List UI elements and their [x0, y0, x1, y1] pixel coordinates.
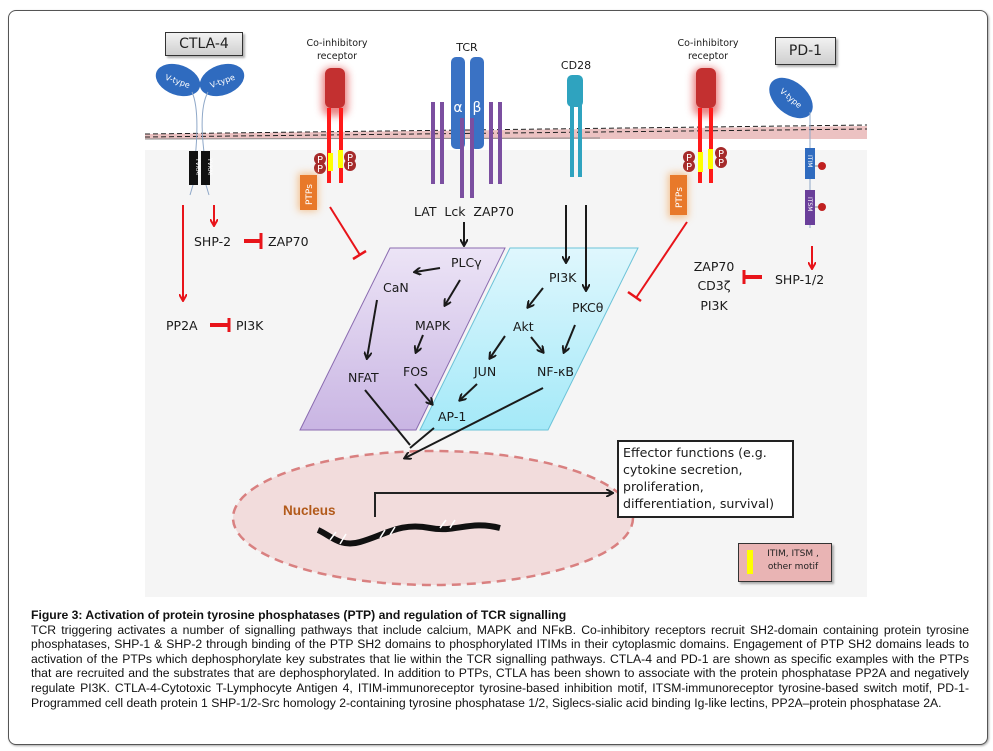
akt-label: Akt: [513, 319, 534, 334]
node-labels: LAT Lck ZAP70 SHP-2 ZAP70 PP2A PI3K ZAP7…: [166, 204, 824, 424]
yvkm-motif: [201, 151, 210, 185]
figure-caption: Figure 3: Activation of protein tyrosine…: [31, 608, 969, 710]
pd1-title-box: PD-1: [775, 37, 836, 65]
p-label: P: [347, 153, 353, 164]
p-label: P: [686, 162, 692, 173]
effector-functions-box: Effector functions (e.g. cytokine secret…: [617, 440, 794, 518]
itim-label: ITIM: [806, 155, 813, 167]
p-label: P: [317, 155, 323, 166]
caption-body: TCR triggering activates a number of sig…: [31, 622, 969, 710]
nucleus-label: Nucleus: [283, 503, 336, 518]
ptps-label: PTPs: [305, 184, 315, 205]
transcription-arrow: [374, 493, 612, 517]
caption-title: Figure 3: Activation of protein tyrosine…: [31, 608, 567, 622]
coinhibitory-receptor-left: P P P P PTPs: [298, 68, 356, 211]
beta-chain-label: β: [473, 100, 482, 116]
tcr-complex: α β: [431, 57, 502, 198]
vtype-domain-right: [199, 63, 245, 97]
ctla4-title: CTLA-4: [179, 36, 229, 52]
pd1-title: PD-1: [788, 43, 823, 59]
ctla4-title-box: CTLA-4: [165, 32, 243, 56]
motif-legend: ITIM, ITSM , other motif: [738, 543, 832, 582]
legend-line: other motif: [767, 562, 819, 572]
alpha-chain-label: α: [453, 100, 462, 116]
p-label: P: [347, 161, 353, 172]
dna-icon: [316, 519, 501, 547]
tcr-label: TCR: [455, 41, 478, 54]
phospho-sites: P P P P: [314, 151, 356, 175]
calcium-mapk-panel: [299, 247, 506, 431]
motif-swatch: [747, 550, 753, 574]
cell-membrane: [144, 124, 868, 140]
p-label: P: [686, 153, 692, 164]
pi3k-label: PI3K: [700, 298, 728, 313]
pp2a-label: PP2A: [166, 318, 198, 333]
ctla4-receptor: V-type V-type YVKM YVKM: [155, 63, 245, 196]
effector-line: proliferation,: [623, 479, 704, 494]
itsm-motif: [805, 190, 815, 225]
p-label: P: [718, 149, 724, 160]
pi3k-node-label: PI3K: [549, 270, 577, 285]
receptor-label: receptor: [317, 51, 357, 62]
lat-lck-zap70-label: LAT Lck ZAP70: [414, 204, 514, 219]
cd28-label: CD28: [561, 59, 591, 72]
ptps-box: [300, 175, 317, 210]
motif-label: YVKM: [194, 157, 201, 175]
shp12-label: SHP-1/2: [775, 272, 824, 287]
nucleus: [231, 449, 635, 587]
cd3z-label: CD3ζ: [697, 278, 730, 293]
pi3k-label: PI3K: [236, 318, 264, 333]
ptps-label: PTPs: [675, 187, 685, 208]
ptps-box: [670, 175, 687, 215]
zap70-label: ZAP70: [268, 234, 309, 249]
cd28-receptor: [567, 75, 583, 177]
shp2-label: SHP-2: [194, 234, 231, 249]
coinhibitory-receptor-right: P P P P PTPs: [668, 68, 727, 218]
receptor-label: receptor: [688, 51, 728, 62]
itim-motif: [805, 148, 815, 179]
nfat-label: NFAT: [348, 370, 379, 385]
motif-label: YVKM: [206, 157, 213, 175]
mapk-label: MAPK: [415, 318, 451, 333]
yvkm-motif: [189, 151, 198, 185]
pkctheta-label: PKCθ: [572, 300, 603, 315]
fos-label: FOS: [403, 364, 428, 379]
coinhibitory-label: Co-inhibitory: [306, 38, 367, 49]
ap1-label: AP-1: [438, 409, 466, 424]
legend-line: ITIM, ITSM ,: [767, 549, 819, 559]
pi3k-pkc-panel: [419, 247, 639, 431]
effector-line: cytokine secretion,: [623, 462, 743, 477]
pd1-receptor: V-type ITIM ITSM: [769, 77, 826, 228]
plcg-label: PLCγ: [451, 255, 482, 270]
can-label: CaN: [383, 280, 409, 295]
itsm-label: ITSM: [806, 197, 813, 211]
vtype-domain-left: [155, 63, 201, 97]
effector-line: Effector functions (e.g.: [623, 445, 767, 460]
p-label: P: [317, 164, 323, 175]
activation-arrows: [365, 205, 586, 458]
coinhibitory-label: Co-inhibitory: [677, 38, 738, 49]
effector-line: differentiation, survival): [623, 496, 775, 511]
nfkb-label: NF-κB: [537, 364, 574, 379]
jun-label: JUN: [473, 364, 496, 379]
p-label: P: [718, 158, 724, 169]
zap70-label: ZAP70: [694, 259, 735, 274]
inhibition-arrows: [183, 205, 812, 332]
